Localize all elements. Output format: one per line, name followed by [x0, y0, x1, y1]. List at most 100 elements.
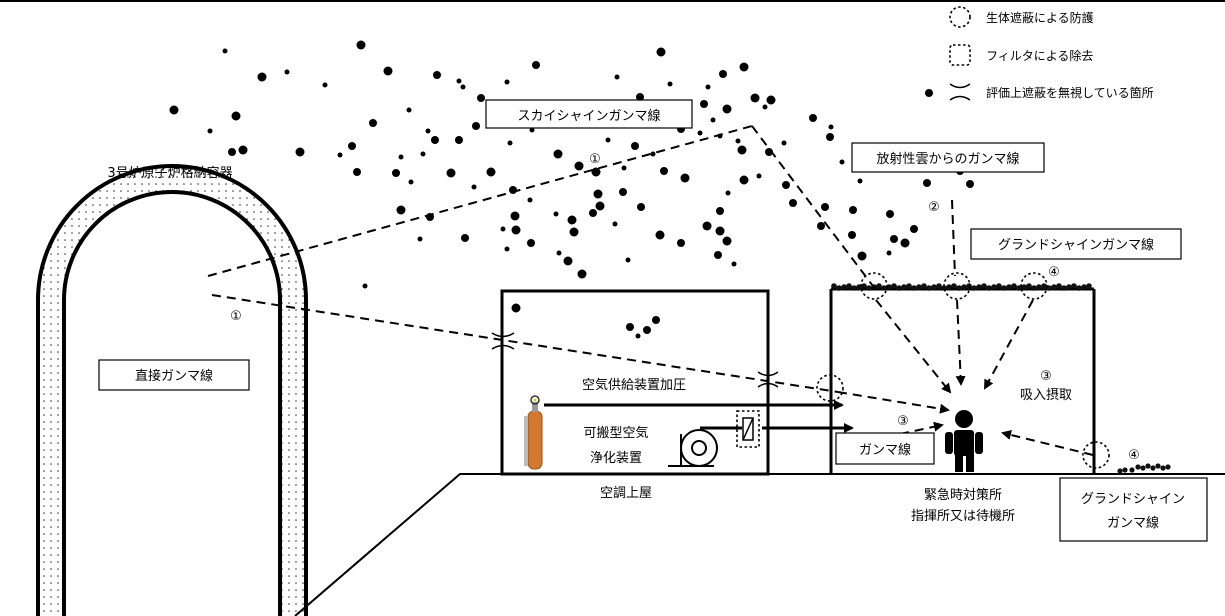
cloud-particle [471, 184, 477, 190]
cloud-particle [408, 179, 414, 185]
cloud-particle [511, 303, 521, 313]
cloud-particle [257, 72, 267, 82]
roof-particle [911, 285, 917, 291]
roof-particle [991, 284, 997, 290]
filter-icon [736, 410, 760, 448]
roof-particle [1026, 283, 1032, 289]
cloud-particle [626, 323, 634, 331]
ac-building-label: 空調上屋 [600, 486, 652, 501]
ground-particle [1140, 465, 1146, 471]
cloud-particle [446, 168, 456, 178]
roof-particle [1036, 284, 1042, 290]
cloud-particle [782, 181, 790, 189]
roof-particle [1016, 285, 1022, 291]
legend-shielding-label: 生体遮蔽による防護 [986, 10, 1094, 25]
cloud-particle [966, 180, 974, 188]
cloud-particle [821, 203, 829, 211]
cloud-particle [396, 205, 406, 215]
cloud-particle [222, 48, 228, 54]
cloud-particle [169, 105, 179, 115]
cloud-particle [527, 239, 535, 247]
roof-particle [1041, 283, 1047, 289]
cloud-particle [621, 165, 627, 171]
cloud-particle [511, 225, 521, 235]
shield-circle [943, 272, 971, 300]
legend-particle-icon [925, 89, 933, 97]
cloud-particle [392, 169, 400, 177]
roof-particle [1076, 285, 1082, 291]
cloud-particle [553, 211, 559, 217]
legend-ignored-label: 評価上遮蔽を無視している箇所 [986, 85, 1154, 100]
roof-particle [836, 285, 842, 291]
air-cylinder-icon [524, 395, 543, 470]
cloud-particle [455, 136, 463, 144]
roof-particle [831, 283, 837, 289]
roof-particle [1021, 284, 1027, 290]
cloud-particle [700, 100, 708, 108]
radioactive-cloud-particles [169, 40, 974, 339]
cloud-particle [231, 111, 241, 121]
cloud-particle [789, 199, 797, 207]
marker-4-ground: ④ [1128, 448, 1140, 463]
cloud-particle [553, 149, 563, 159]
marker-3-gamma: ③ [897, 414, 909, 429]
cloud-particle [433, 71, 441, 79]
cloud-particle [923, 179, 931, 187]
ac-building [500, 289, 770, 476]
roof-particle [881, 285, 887, 291]
roof-particle [1066, 284, 1072, 290]
person-icon [945, 410, 983, 472]
cloud-particle [348, 142, 356, 150]
ignored-shielding-marks [491, 332, 779, 388]
roof-particle [1061, 285, 1067, 291]
cloud-particle [719, 70, 727, 78]
containment-vessel [36, 164, 308, 616]
cloud-particle [828, 124, 834, 130]
legend: 生体遮蔽による防護 フィルタによる除去 評価上遮蔽を無視している箇所 [925, 6, 1154, 101]
cloud-particle [650, 151, 656, 157]
cloud-particle [886, 250, 892, 256]
legend-ignored-icon [949, 83, 971, 101]
legend-filter-icon [949, 44, 971, 66]
cloud-particle [655, 230, 665, 240]
cloud-particle [656, 47, 666, 57]
shield-circle [816, 374, 844, 402]
cloud-particle [702, 221, 712, 231]
shield-circle [1082, 441, 1110, 469]
cloud-particle [417, 236, 423, 242]
ground-line [294, 473, 1225, 616]
roof-particle [941, 285, 947, 291]
roof-particle [996, 283, 1002, 289]
cloud-particle [677, 239, 685, 247]
roof-particle [951, 283, 957, 289]
cloud-particle [667, 81, 673, 87]
ground-particle [1150, 465, 1156, 471]
cloud-particle [369, 119, 377, 127]
roof-particle [1051, 284, 1057, 290]
ground-particle [1135, 464, 1141, 470]
cloud-particle [527, 197, 533, 203]
ground-particle [1160, 465, 1166, 471]
cloud-particle [631, 142, 639, 150]
cloud-particle [567, 215, 577, 225]
cloud-particle [500, 226, 506, 232]
cloud-particle [593, 189, 603, 199]
roof-particle [981, 283, 987, 289]
cloud-particle [710, 117, 716, 123]
roof-particle [841, 284, 847, 290]
cloud-particle [431, 136, 439, 144]
marker-2-cloud: ② [928, 200, 940, 215]
cloud-particle [556, 250, 562, 256]
cloud-particle [680, 173, 690, 183]
cloud-particle [460, 84, 466, 90]
cloud-particle [886, 210, 894, 218]
cloud-particle [477, 94, 485, 102]
cloud-particle [574, 161, 584, 171]
center-label-line1: 緊急時対策所 [924, 487, 1002, 503]
cloud-label: 放射性雲からのガンマ線 [876, 151, 1019, 167]
roof-particle [901, 284, 907, 290]
roof-particle [971, 285, 977, 291]
center-label-line2: 指揮所又は待機所 [911, 509, 1015, 524]
roof-particle [1001, 285, 1007, 291]
cloud-particle [510, 211, 520, 221]
